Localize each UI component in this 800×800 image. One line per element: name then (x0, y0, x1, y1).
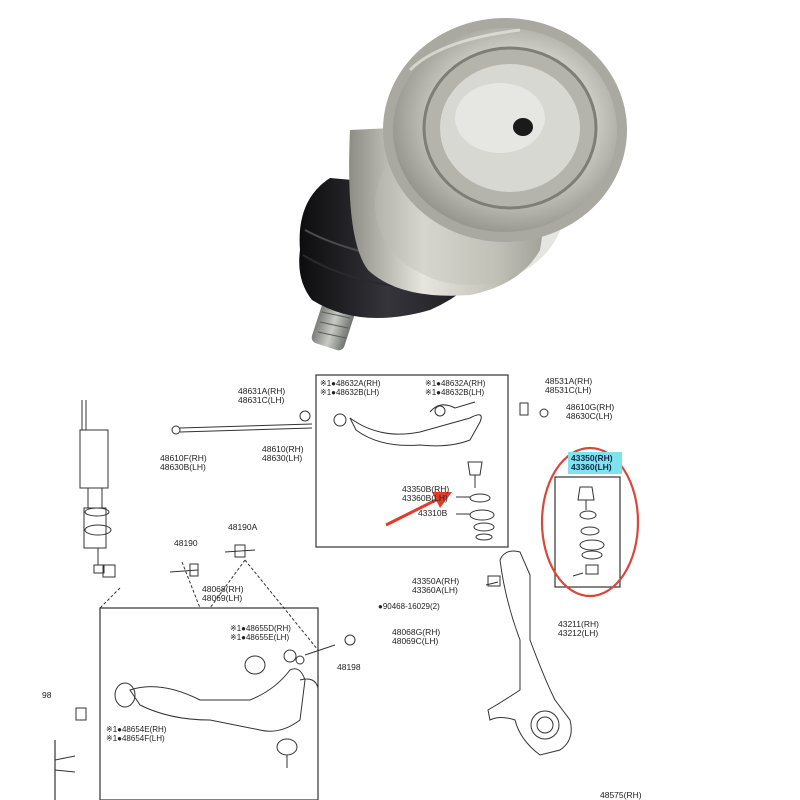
ball-joint-detail (572, 486, 605, 577)
lower-arm-box (99, 607, 319, 800)
part-labels: 48631A(RH)48631C(LH) ※1●48632A(RH)※1●486… (42, 376, 642, 800)
label-43350: 43350(RH)43360(LH) (571, 453, 613, 472)
label-43211: 43211(RH)43212(LH) (558, 619, 599, 638)
label-48575: 48575(RH) (600, 790, 642, 800)
ball-joint-detail-box (554, 476, 621, 588)
lower-control-arm (54, 634, 356, 773)
label-48655: ※1●48655D(RH)※1●48655E(LH) (230, 624, 291, 642)
label-48610f: 48610F(RH)48630B(LH) (160, 453, 207, 472)
label-48198: 48198 (337, 662, 361, 672)
bushing-bolts (102, 544, 256, 578)
label-48190: 48190 (174, 538, 198, 548)
pointer-arrow (385, 492, 452, 527)
label-48190a: 48190A (228, 522, 258, 532)
upper-arm-rod (171, 423, 313, 435)
shock-absorber (79, 400, 112, 574)
suspension-diagram (54, 374, 640, 800)
label-48610: 48610(RH)48630(LH) (262, 444, 304, 463)
label-48631: 48631A(RH)48631C(LH) (238, 386, 285, 405)
label-48654: ※1●48654E(RH)※1●48654F(LH) (106, 725, 167, 743)
label-43310b: 43310B (418, 508, 448, 518)
ball-joint-photo (299, 18, 627, 351)
label-48068: 48068(RH)48069(LH) (202, 584, 244, 603)
label-48610g: 48610G(RH)48630C(LH) (566, 402, 614, 421)
center-hole (513, 118, 533, 136)
steering-knuckle (485, 550, 572, 756)
upper-control-arm (299, 401, 549, 541)
part-number-highlight (568, 452, 622, 474)
label-48632-right: ※1●48632A(RH)※1●48632B(LH) (425, 379, 486, 397)
label-43350b: 43350B(RH)43360B(LH) (402, 484, 449, 503)
label-98: 98 (42, 690, 52, 700)
label-48531: 48531A(RH)48531C(LH) (545, 376, 592, 395)
label-48068g: 48068G(RH)48069C(LH) (392, 627, 440, 646)
label-43350a: 43350A(RH)43360A(LH) (412, 576, 459, 595)
ball-joint-highlight-circle (540, 446, 640, 598)
upper-arm-box (315, 374, 509, 548)
label-90468: ●90468-16029(2) (378, 602, 440, 611)
label-48632-left: ※1●48632A(RH)※1●48632B(LH) (320, 379, 381, 397)
